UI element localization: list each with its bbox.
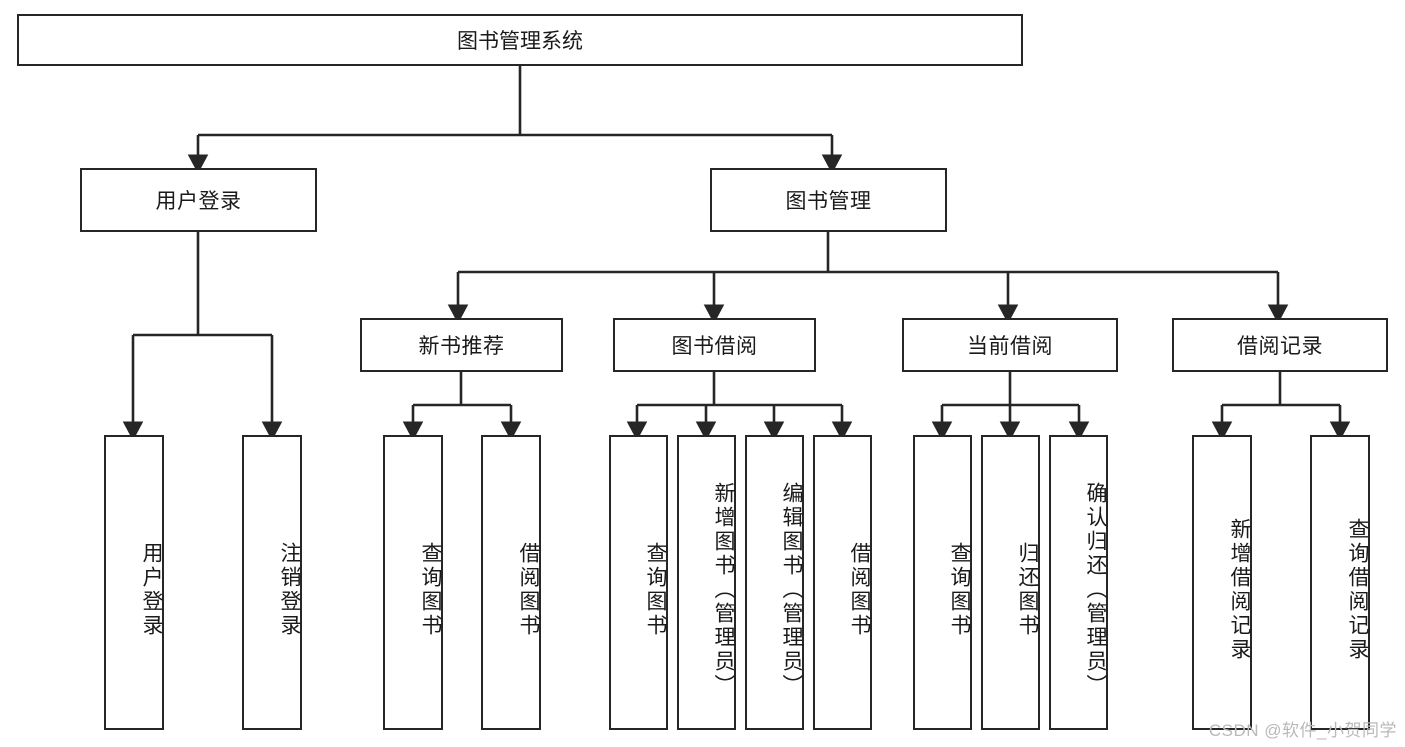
leaf-user-login[interactable]: 用户登录 (104, 435, 164, 730)
node-user-login[interactable]: 用户登录 (80, 168, 317, 232)
node-root-system[interactable]: 图书管理系统 (17, 14, 1023, 66)
leaf-query-book-recommend[interactable]: 查询图书 (383, 435, 443, 730)
node-label: 查询图书 (419, 541, 442, 638)
leaf-add-book[interactable]: 新增图书（管理员） (677, 435, 736, 730)
node-label: 查询图书 (644, 541, 667, 638)
node-borrow-record[interactable]: 借阅记录 (1172, 318, 1388, 372)
leaf-logout[interactable]: 注销登录 (242, 435, 302, 730)
node-label: 图书管理系统 (457, 30, 583, 53)
node-label: 图书管理 (785, 190, 872, 213)
node-book-borrow[interactable]: 图书借阅 (613, 318, 816, 372)
node-book-manage[interactable]: 图书管理 (710, 168, 947, 232)
leaf-return-book[interactable]: 归还图书 (981, 435, 1040, 730)
leaf-edit-book[interactable]: 编辑图书（管理员） (745, 435, 804, 730)
node-label: 注销登录 (278, 541, 301, 638)
leaf-add-borrow-record[interactable]: 新增借阅记录 (1192, 435, 1252, 730)
node-label: 确认归还（管理员） (1084, 481, 1107, 698)
leaf-query-borrow-record[interactable]: 查询借阅记录 (1310, 435, 1370, 730)
node-label: 当前借阅 (967, 335, 1053, 358)
node-label: 查询借阅记录 (1346, 517, 1369, 662)
node-label: 新增图书（管理员） (712, 481, 735, 698)
node-label: 新增借阅记录 (1228, 517, 1251, 662)
leaf-query-book-borrow[interactable]: 查询图书 (609, 435, 668, 730)
leaf-borrow-book-recommend[interactable]: 借阅图书 (481, 435, 541, 730)
node-label: 查询图书 (948, 541, 971, 638)
node-label: 用户登录 (155, 190, 242, 213)
node-label: 编辑图书（管理员） (780, 481, 803, 698)
node-label: 用户登录 (140, 541, 163, 638)
node-label: 图书借阅 (671, 335, 758, 358)
csdn-watermark: CSDN @软件_小贺同学 (1208, 721, 1397, 740)
node-label: 借阅记录 (1237, 335, 1323, 358)
node-label: 归还图书 (1016, 541, 1039, 638)
node-current-borrow[interactable]: 当前借阅 (902, 318, 1118, 372)
leaf-query-book-current[interactable]: 查询图书 (913, 435, 972, 730)
node-label: 借阅图书 (517, 541, 540, 638)
node-label: 借阅图书 (848, 541, 871, 638)
node-label: 新书推荐 (418, 335, 505, 358)
leaf-confirm-return[interactable]: 确认归还（管理员） (1049, 435, 1108, 730)
leaf-borrow-book[interactable]: 借阅图书 (813, 435, 872, 730)
node-new-book-recommend[interactable]: 新书推荐 (360, 318, 563, 372)
